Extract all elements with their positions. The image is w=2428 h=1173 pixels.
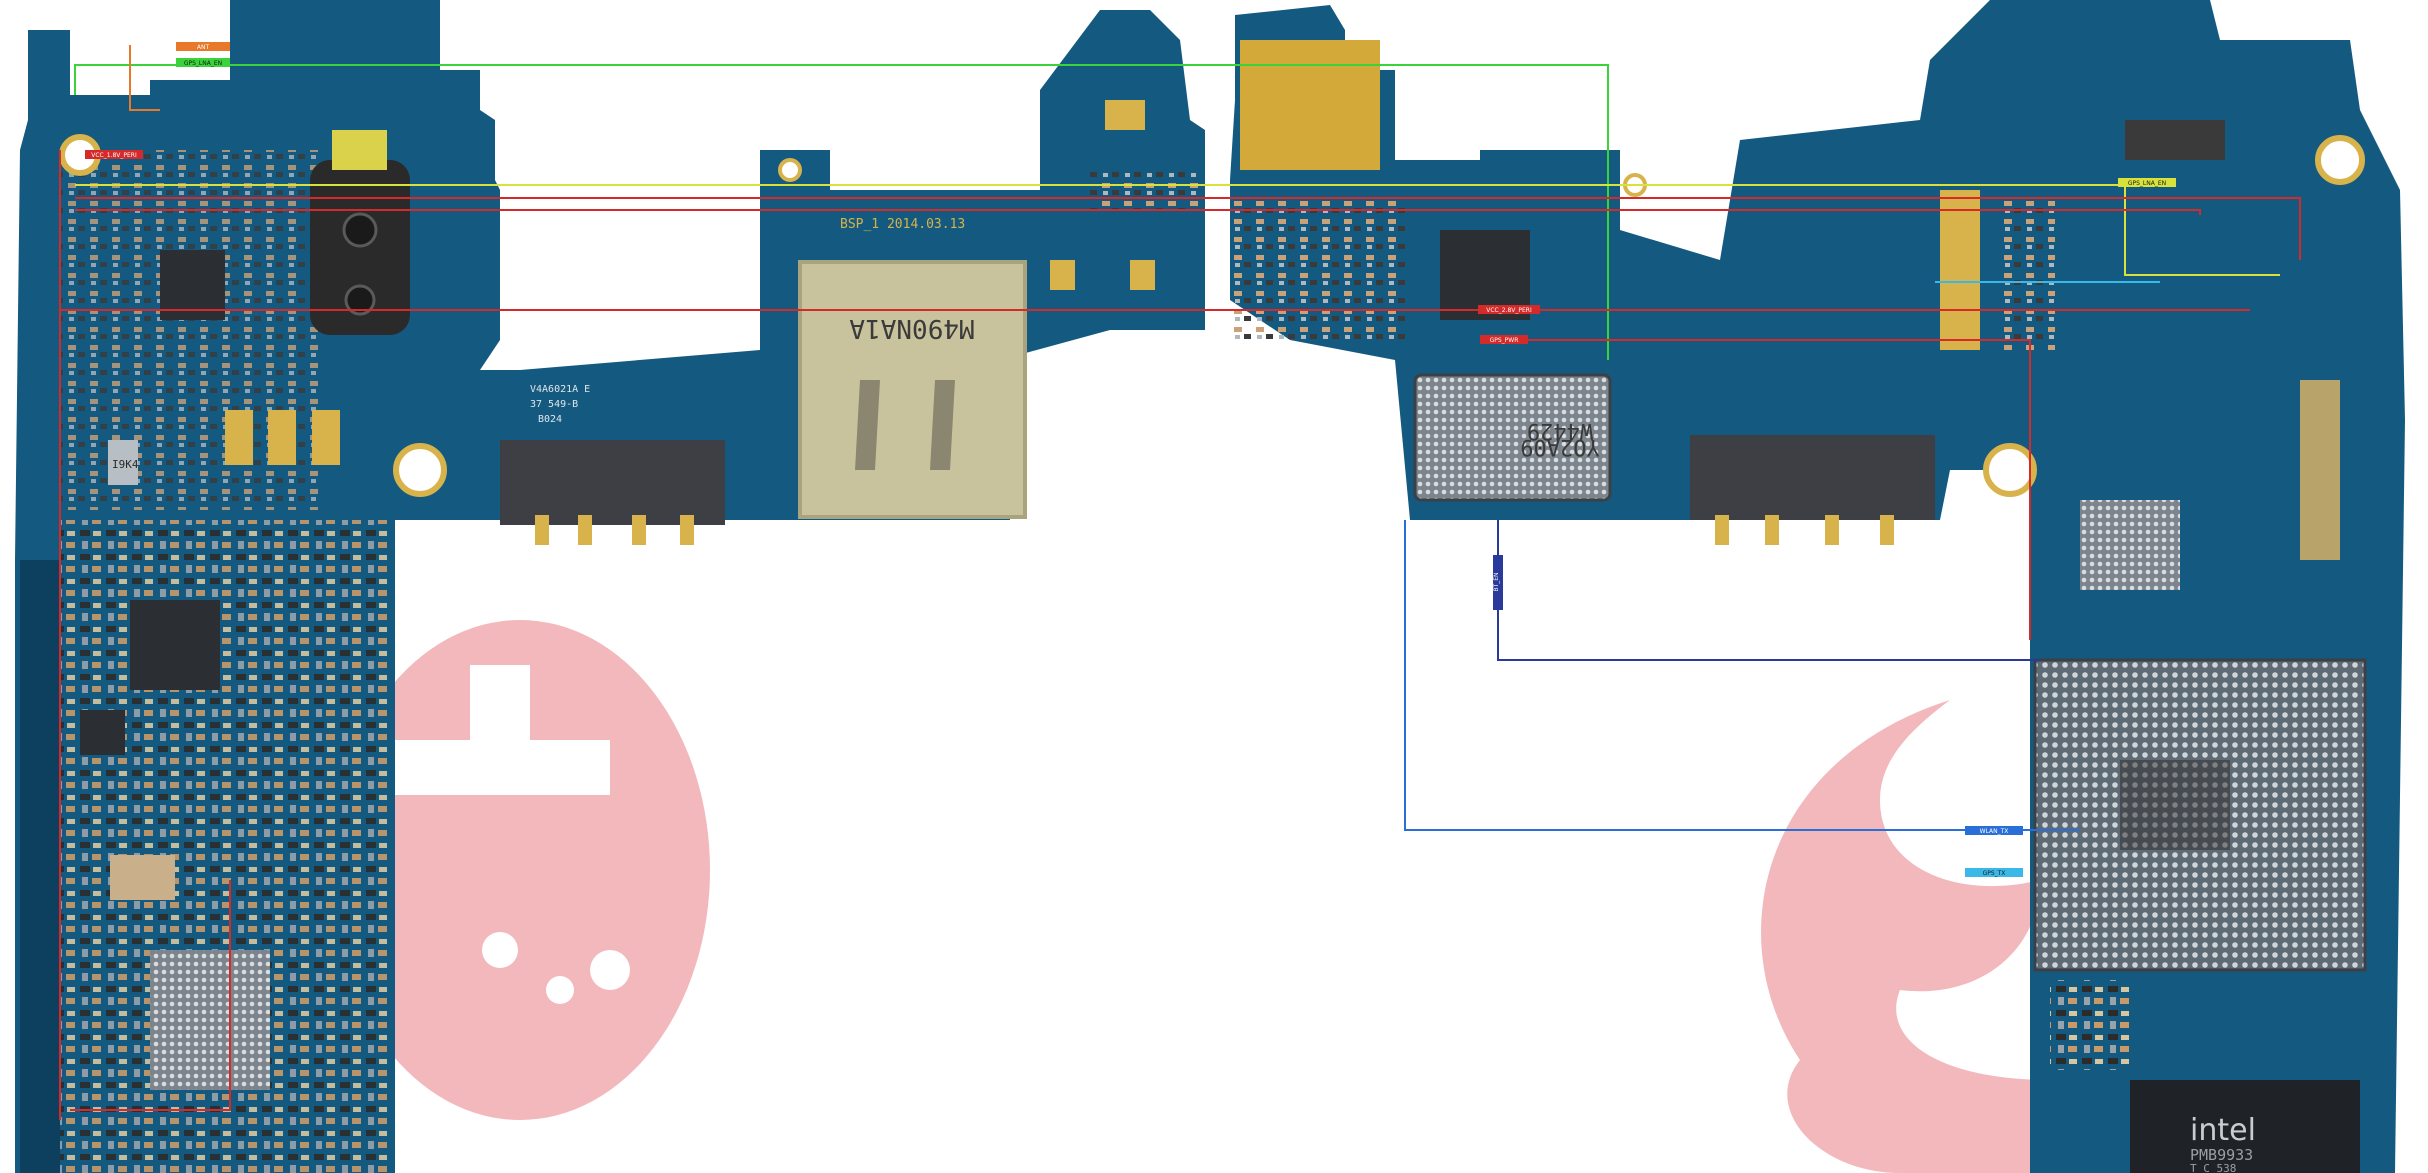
trace-red-2 xyxy=(75,209,2201,215)
soc-brand: intel xyxy=(2190,1113,2256,1148)
net-label-gps-lna-en-left: GPS_LNA_EN xyxy=(176,58,230,67)
board-code-2: 37 549-B xyxy=(530,399,578,410)
net-label-vcc-2v8: VCC_2.8V_PERI xyxy=(1478,305,1540,314)
small-chip-marking: I9K4 xyxy=(112,458,139,471)
board-code-1: V4A6021A E xyxy=(530,384,590,395)
soc-code-2: T C 538 xyxy=(2190,1162,2236,1173)
traces xyxy=(59,45,2301,1120)
intel-chip xyxy=(2130,1080,2360,1173)
watermark-left xyxy=(330,620,710,1120)
svg-text:GPS_LNA_EN: GPS_LNA_EN xyxy=(184,60,222,67)
svg-text:WLAN_TX: WLAN_TX xyxy=(1980,828,2009,835)
svg-text:GPS_LNA_EN: GPS_LNA_EN xyxy=(2128,180,2166,187)
right-pcb: YO2A09 W4429 intel PMB9933 T C 538 xyxy=(1230,0,2405,1173)
trace-red-1 xyxy=(75,197,2301,260)
svg-text:VCC_1.8V_PERI: VCC_1.8V_PERI xyxy=(91,152,137,159)
trace-green xyxy=(74,64,1609,360)
trace-blue xyxy=(1404,520,2080,831)
net-labels: ANT GPS_LNA_EN VCC_1.8V_PERI GPS_LNA_EN … xyxy=(85,42,2176,877)
svg-text:GPS_TX: GPS_TX xyxy=(1983,870,2006,877)
sim-marking: M490NA1A xyxy=(849,313,975,343)
svg-text:ANT: ANT xyxy=(197,44,210,51)
net-label-vcc-1v8: VCC_1.8V_PERI xyxy=(85,150,143,159)
net-label-bt-en: BT_EN xyxy=(1493,555,1503,610)
wifi-chip-line2: W4429 xyxy=(1527,418,1593,443)
trace-red-6 xyxy=(1500,339,2031,640)
net-label-wlan-tx: WLAN_TX xyxy=(1965,826,2023,835)
trace-orange xyxy=(129,45,160,111)
watermark-right xyxy=(1761,700,2050,1173)
trace-red-4 xyxy=(70,880,231,1111)
svg-text:BT_EN: BT_EN xyxy=(1493,572,1500,591)
date-code: BSP_1 2014.03.13 xyxy=(840,217,965,232)
net-label-gps-tx: GPS_TX xyxy=(1965,868,2023,877)
svg-text:GPS_PWR: GPS_PWR xyxy=(1490,337,1519,344)
wifi-chip-line1: YO2A09 xyxy=(1520,434,1599,459)
board-code-3: B024 xyxy=(538,414,562,425)
net-label-gps-pwr: GPS_PWR xyxy=(1480,335,1528,344)
svg-text:VCC_2.8V_PERI: VCC_2.8V_PERI xyxy=(1486,307,1532,314)
soc-code-1: PMB9933 xyxy=(2190,1146,2253,1164)
net-label-gps-lna-en-right: GPS_LNA_EN xyxy=(2118,178,2176,187)
net-label-ant: ANT xyxy=(176,42,230,51)
trace-yellow xyxy=(75,184,2280,276)
wifi-chip xyxy=(1413,373,1612,502)
